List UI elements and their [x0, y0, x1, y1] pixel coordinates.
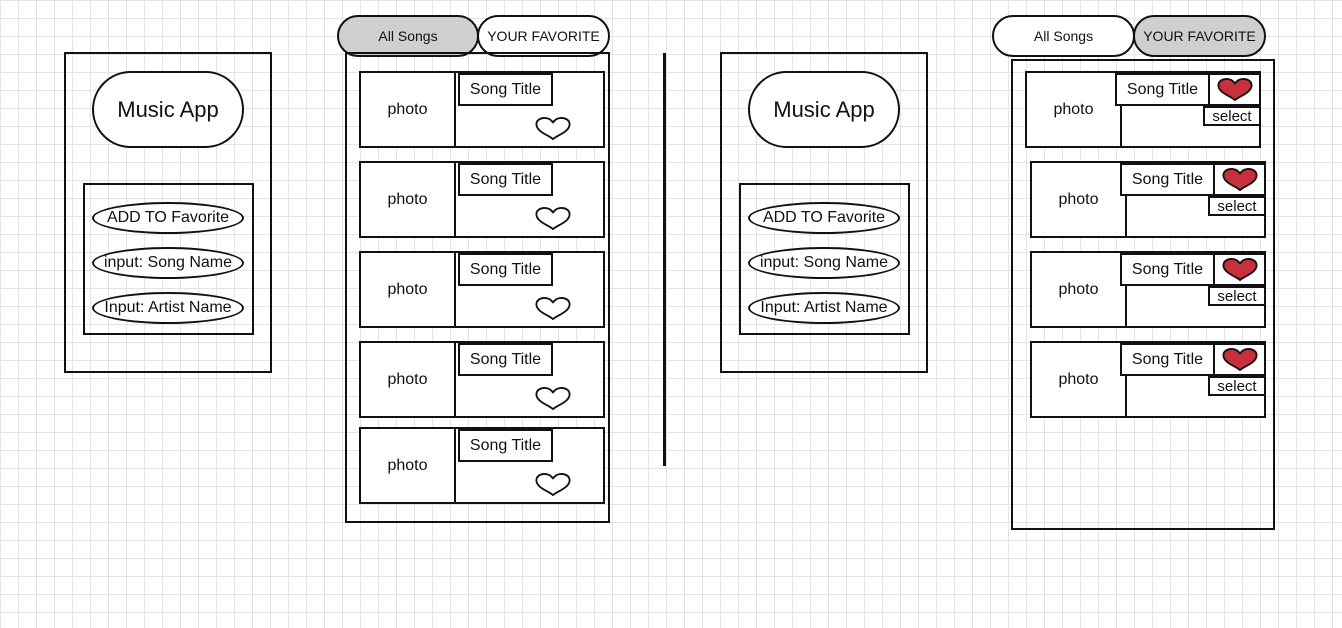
screen-1-frame	[64, 52, 272, 373]
screen-4-frame	[1011, 59, 1275, 530]
heart-filled-icon[interactable]	[1213, 163, 1266, 196]
song-title: Song Title	[458, 73, 553, 106]
heart-outline-icon[interactable]	[533, 297, 573, 323]
song-photo: photo	[1032, 343, 1127, 416]
song-title: Song Title	[458, 253, 553, 286]
heart-filled-icon[interactable]	[1213, 343, 1266, 376]
tab-your-favorite[interactable]: YOUR FAVORITE	[1133, 15, 1266, 57]
heart-outline-icon[interactable]	[533, 117, 573, 143]
artist-name-input[interactable]: Input: Artist Name	[748, 292, 900, 324]
select-button[interactable]: select	[1203, 106, 1261, 126]
screen-3-frame	[720, 52, 928, 373]
song-photo: photo	[1032, 253, 1127, 326]
tab-all-songs[interactable]: All Songs	[992, 15, 1135, 57]
select-button[interactable]: select	[1208, 196, 1266, 216]
heart-filled-icon[interactable]	[1213, 253, 1266, 286]
song-photo: photo	[361, 163, 456, 236]
tab-all-songs[interactable]: All Songs	[337, 15, 479, 57]
song-name-input[interactable]: input: Song Name	[748, 247, 900, 279]
tab-your-favorite[interactable]: YOUR FAVORITE	[477, 15, 610, 57]
add-to-favorite-button[interactable]: ADD TO Favorite	[92, 202, 244, 234]
artist-name-input[interactable]: Input: Artist Name	[92, 292, 244, 324]
song-title: Song Title	[1120, 343, 1215, 376]
song-photo: photo	[361, 73, 456, 146]
song-title: Song Title	[458, 343, 553, 376]
song-title: Song Title	[1120, 253, 1215, 286]
heart-outline-icon[interactable]	[533, 387, 573, 413]
song-photo: photo	[361, 253, 456, 326]
heart-filled-icon[interactable]	[1208, 73, 1261, 106]
song-photo: photo	[1027, 73, 1122, 146]
app-title-pill: Music App	[748, 71, 900, 148]
add-to-favorite-button[interactable]: ADD TO Favorite	[748, 202, 900, 234]
action-panel	[739, 183, 910, 335]
song-photo: photo	[361, 343, 456, 416]
screen-2-frame	[345, 52, 610, 523]
select-button[interactable]: select	[1208, 376, 1266, 396]
action-panel	[83, 183, 254, 335]
heart-outline-icon[interactable]	[533, 473, 573, 499]
heart-outline-icon[interactable]	[533, 207, 573, 233]
song-photo: photo	[1032, 163, 1127, 236]
screen-divider	[663, 53, 666, 466]
song-title: Song Title	[458, 429, 553, 462]
song-name-input[interactable]: input: Song Name	[92, 247, 244, 279]
app-title-pill: Music App	[92, 71, 244, 148]
song-photo: photo	[361, 429, 456, 502]
song-title: Song Title	[458, 163, 553, 196]
song-title: Song Title	[1115, 73, 1210, 106]
select-button[interactable]: select	[1208, 286, 1266, 306]
song-title: Song Title	[1120, 163, 1215, 196]
